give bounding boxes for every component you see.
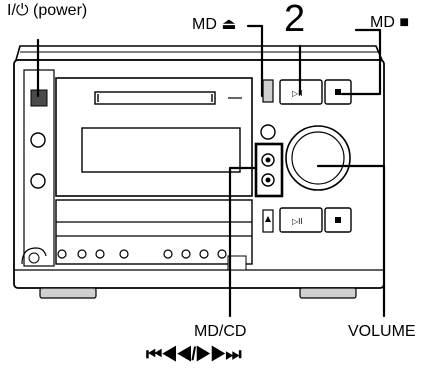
md-cd-label: MD/CD <box>194 323 247 340</box>
callout-lines <box>36 24 386 318</box>
lower-play-pause-symbol: ▷II <box>292 217 303 226</box>
md-eject-label: MD ⏏ <box>192 16 237 33</box>
volume-callout <box>316 164 386 318</box>
md-stop-label: MD ■ <box>370 14 409 31</box>
md-eject-button[interactable] <box>262 79 274 103</box>
left-jack-top <box>30 132 46 148</box>
right-foot <box>299 287 357 299</box>
step-number: 2 <box>284 0 306 40</box>
skip-symbols-label: ⏮◀◀/▶▶⏭ <box>146 344 242 364</box>
top-case <box>14 45 384 61</box>
volume-label: VOLUME <box>348 323 416 340</box>
left-jack-bottom <box>30 173 46 189</box>
skip-button-group <box>254 142 284 198</box>
md-window <box>81 127 241 173</box>
md-cd-callout <box>228 166 258 318</box>
left-foot <box>39 287 97 299</box>
power-label: I/⏻ (power) <box>7 2 88 19</box>
lower-play-pause-button[interactable] <box>279 207 323 233</box>
lower-section <box>55 199 253 265</box>
lower-buttons <box>57 249 227 259</box>
play-pause-symbol: ▷II <box>292 89 303 98</box>
md-slot <box>94 91 216 105</box>
md-eject-callout <box>246 24 264 98</box>
md-stop-callout <box>340 28 382 96</box>
small-knob <box>260 124 276 140</box>
